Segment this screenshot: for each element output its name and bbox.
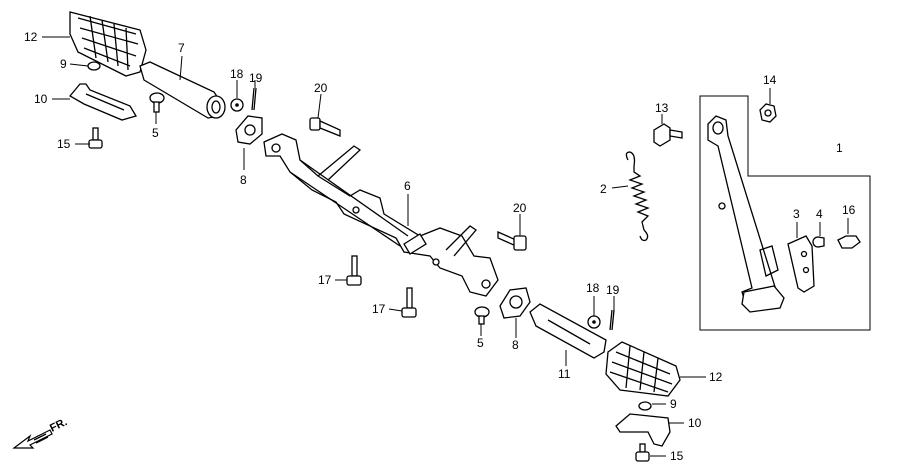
part-20-top-bolt: [309, 117, 341, 137]
callout-16: 16: [842, 203, 856, 217]
part-10-left: [69, 83, 137, 121]
part-1-stand-assembly: [699, 95, 871, 331]
part-19-right-pin: [609, 309, 615, 331]
callout-20-right: 20: [513, 201, 527, 215]
part-5-right-pin: [474, 306, 490, 325]
callout-17-a: 17: [318, 273, 332, 287]
callout-14: 14: [763, 73, 777, 87]
front-direction-marker: FR.: [12, 416, 69, 449]
part-7-left-step-arm: [139, 61, 226, 119]
part-18-left-washer: [230, 98, 244, 112]
part-9-right: [638, 401, 652, 411]
callout-5-left: 5: [152, 126, 159, 140]
leader-lines: [42, 36, 849, 457]
part-9-left: [87, 61, 101, 71]
part-10-right: [615, 413, 671, 447]
part-12-right-footpeg: [605, 341, 681, 397]
part-11-right-step-arm: [529, 303, 607, 359]
callout-6: 6: [404, 179, 411, 193]
callout-9-left: 9: [60, 57, 67, 71]
callout-17-b: 17: [372, 302, 386, 316]
front-marker-label: FR.: [48, 416, 69, 435]
callout-15-right: 15: [670, 449, 684, 463]
part-8-right-plate: [499, 287, 531, 319]
part-15-left-bolt: [88, 127, 103, 149]
callout-20-top: 20: [314, 81, 328, 95]
part-4-collar: [812, 236, 825, 248]
part-13-bolt: [653, 123, 683, 147]
callout-8-left: 8: [240, 173, 247, 187]
callout-10-left: 10: [34, 92, 48, 106]
part-18-right-washer: [587, 315, 601, 329]
callout-11: 11: [558, 367, 571, 381]
part-17-bolt-b: [401, 287, 417, 318]
callout-3: 3: [793, 207, 800, 221]
callout-12-left: 12: [24, 30, 38, 44]
part-17-bolt-a: [346, 255, 362, 286]
callout-15-left: 15: [57, 137, 71, 151]
callout-10-right: 10: [688, 416, 702, 430]
part-12-left-footpeg: [69, 11, 147, 77]
part-2-spring: [625, 151, 650, 242]
callout-8-right: 8: [512, 338, 519, 352]
part-20-right-bolt: [497, 230, 527, 251]
callout-19-left: 19: [249, 71, 263, 85]
part-14-nut: [759, 103, 777, 123]
part-16-bolt: [837, 235, 861, 249]
callout-18-left: 18: [230, 67, 244, 81]
callout-labels: 12 9 10 15 5 7 18 19 8 20 6 20 17 17 5 8…: [24, 30, 856, 463]
callout-18-right: 18: [586, 281, 600, 295]
part-19-left-pin: [251, 87, 257, 111]
callout-7: 7: [178, 41, 185, 55]
callout-13: 13: [655, 101, 669, 115]
part-5-left-pin: [149, 92, 165, 113]
callout-12-right: 12: [709, 370, 723, 384]
callout-4: 4: [816, 207, 823, 221]
callout-19-right: 19: [606, 283, 620, 297]
part-3-rubber-stop: [787, 235, 815, 293]
part-8-left-plate: [235, 115, 263, 145]
part-6-main-step-bar: [263, 133, 499, 297]
callout-5-right: 5: [477, 336, 484, 350]
part-15-right-bolt: [635, 443, 650, 462]
callout-9-right: 9: [670, 397, 677, 411]
callout-1: 1: [836, 141, 843, 155]
callout-2: 2: [600, 182, 607, 196]
